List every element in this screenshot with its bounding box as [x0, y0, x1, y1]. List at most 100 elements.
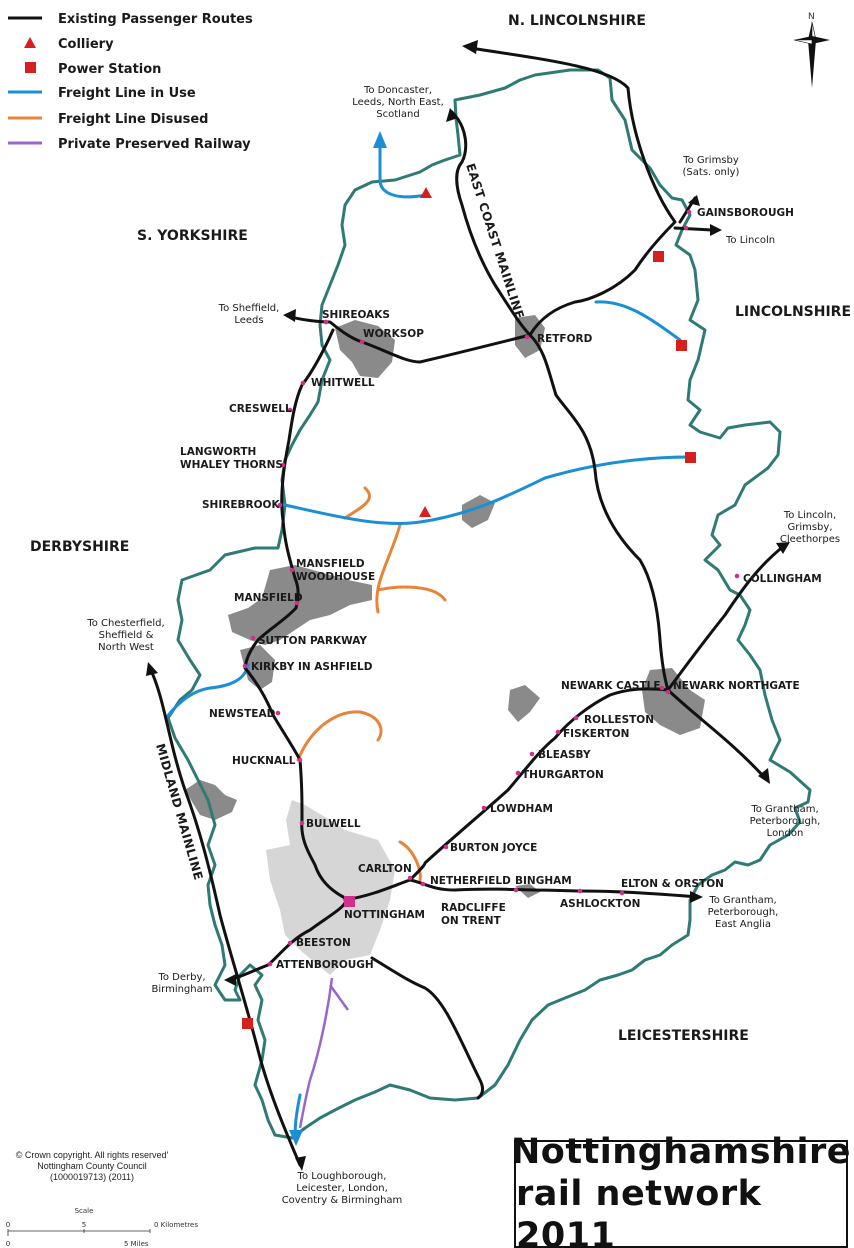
station-bleasby: BLEASBY	[538, 749, 591, 761]
label-midland-mainline: MIDLAND MAINLINE	[153, 742, 205, 882]
station-bingham: BINGHAM	[515, 875, 572, 887]
station-whaley-thorns: WHALEY THORNS	[180, 459, 283, 471]
power-station-cottam	[676, 340, 687, 351]
colliery-north	[420, 187, 432, 198]
station-carlton: CARLTON	[358, 863, 412, 875]
arrow-chesterfield	[146, 662, 158, 676]
scale-bar: Scale 0 5 0 Kilometres 0 5 Miles	[6, 1207, 199, 1248]
dest-grimsby-1: To Grimsby	[682, 155, 739, 166]
scale-mi-label: 5 Miles	[124, 1240, 149, 1248]
dest-grantham-london-1: To Grantham,	[750, 804, 818, 815]
dest-chesterfield-3: North West	[98, 642, 154, 653]
county-derbyshire: DERBYSHIRE	[30, 539, 129, 555]
county-lincolnshire: LINCOLNSHIRE	[735, 304, 851, 320]
dest-grantham-ea-1: To Grantham,	[708, 895, 776, 906]
legend-freight-disused: Freight Line Disused	[58, 112, 208, 127]
station-collingham: COLLINGHAM	[743, 573, 822, 585]
copyright-line: Nottingham County Council	[37, 1161, 147, 1171]
station-newark-castle: NEWARK CASTLE	[561, 680, 661, 692]
station-shireoaks: SHIREOAKS	[322, 309, 390, 321]
station-lowdham: LOWDHAM	[490, 803, 553, 815]
station-creswell: CRESWELL	[229, 403, 292, 415]
station-elton-orston: ELTON & ORSTON	[621, 878, 724, 890]
arrow-freight-south	[289, 1130, 303, 1146]
scale-zero-mi: 0	[6, 1240, 10, 1248]
map-title-box: Nottinghamshire rail network 2011	[511, 1132, 851, 1248]
dest-doncaster-2: Leeds, North East,	[352, 97, 444, 108]
station-mansfield-woodhouse-2: WOODHOUSE	[296, 571, 375, 583]
dest-derby-1: To Derby,	[157, 972, 205, 983]
station-nottingham: NOTTINGHAM	[344, 909, 425, 921]
dest-chesterfield-2: Sheffield &	[99, 630, 154, 641]
legend-preserved-railway: Private Preserved Railway	[58, 137, 251, 152]
scale-five-km: 5	[82, 1221, 86, 1229]
route-arrowheads	[146, 40, 790, 1171]
station-sutton-parkway: SUTTON PARKWAY	[258, 635, 367, 647]
station-hucknall: HUCKNALL	[232, 755, 296, 767]
legend-passenger: Existing Passenger Routes	[58, 12, 253, 27]
station-burton-joyce: BURTON JOYCE	[450, 842, 537, 854]
power-station-west-burton	[653, 251, 664, 262]
urban-worksop	[335, 320, 395, 378]
freight-in-use-lines	[164, 141, 692, 1144]
station-gainsborough: GAINSBOROUGH	[697, 207, 794, 219]
station-mansfield: MANSFIELD	[234, 592, 303, 604]
arrow-grimsby	[688, 195, 700, 206]
north-label: N	[808, 12, 815, 22]
legend-colliery: Colliery	[58, 37, 114, 52]
map-title-line-2: rail network 2011	[516, 1174, 762, 1248]
station-ashlockton: ASHLOCKTON	[560, 898, 640, 910]
arrow-lincoln-grimsby	[776, 542, 790, 554]
station-radcliffe-1: RADCLIFFE	[441, 902, 506, 914]
arrow-loughborough	[295, 1156, 306, 1171]
station-worksop: WORKSOP	[363, 328, 424, 340]
passenger-routes	[148, 46, 787, 1167]
copyright-notice: © Crown copyright. All rights reserved' …	[4, 1150, 180, 1183]
station-attenborough: ATTENBOROUGH	[276, 959, 374, 971]
urban-newark	[642, 668, 705, 735]
colliery-central	[419, 506, 431, 517]
station-netherfield: NETHERFIELD	[430, 875, 511, 887]
station-mansfield-woodhouse-1: MANSFIELD	[296, 558, 365, 570]
county-boundary	[166, 68, 812, 1140]
urban-mansfield	[228, 565, 372, 645]
urban-eastwood	[185, 780, 237, 820]
county-n-lincolnshire: N. LINCOLNSHIRE	[508, 13, 646, 29]
dest-doncaster-1: To Doncaster,	[363, 85, 432, 96]
station-labels: SHIREOAKS WORKSOP WHITWELL CRESWELL LANG…	[180, 207, 822, 971]
arrow-grantham-london	[758, 768, 770, 784]
dest-sheffield-1: To Sheffield,	[218, 303, 280, 314]
power-stations	[242, 251, 696, 1029]
dest-doncaster-3: Scotland	[376, 109, 419, 120]
dest-grantham-london-2: Peterborough,	[750, 816, 821, 827]
dest-lincoln-grimsby-2: Grimsby,	[787, 522, 832, 533]
scale-zero-km: 0	[6, 1221, 10, 1229]
station-fiskerton: FISKERTON	[563, 728, 629, 740]
station-retford: RETFORD	[537, 333, 593, 345]
station-whitwell: WHITWELL	[311, 377, 375, 389]
station-kirkby: KIRKBY IN ASHFIELD	[251, 661, 373, 673]
county-s-yorkshire: S. YORKSHIRE	[137, 228, 248, 244]
legend-power-station: Power Station	[58, 62, 161, 77]
destination-labels: To Doncaster, Leeds, North East, Scotlan…	[86, 85, 840, 1206]
dest-lincoln-grimsby-3: Cleethorpes	[780, 534, 840, 545]
power-station-ratcliffe	[242, 1018, 253, 1029]
freight-disused-lines	[296, 486, 447, 882]
station-newark-northgate: NEWARK NORTHGATE	[673, 680, 800, 692]
dest-loughborough-2: Leicester, London,	[296, 1183, 388, 1194]
legend-freight-in-use: Freight Line in Use	[58, 86, 196, 101]
nottingham-hub	[344, 896, 355, 907]
dest-lincoln: To Lincoln	[725, 235, 775, 246]
scale-title: Scale	[75, 1207, 94, 1215]
station-beeston: BEESTON	[296, 937, 351, 949]
preserved-railway	[298, 977, 350, 1129]
arrow-freight-north	[373, 131, 387, 148]
dest-sheffield-2: Leeds	[234, 315, 263, 326]
dest-loughborough-1: To Loughborough,	[297, 1171, 387, 1182]
urban-southwell	[508, 685, 540, 722]
map-title-line-1: Nottinghamshire	[510, 1132, 852, 1172]
dest-grantham-ea-3: East Anglia	[715, 919, 771, 930]
station-shirebrook: SHIREBROOK	[202, 499, 280, 511]
